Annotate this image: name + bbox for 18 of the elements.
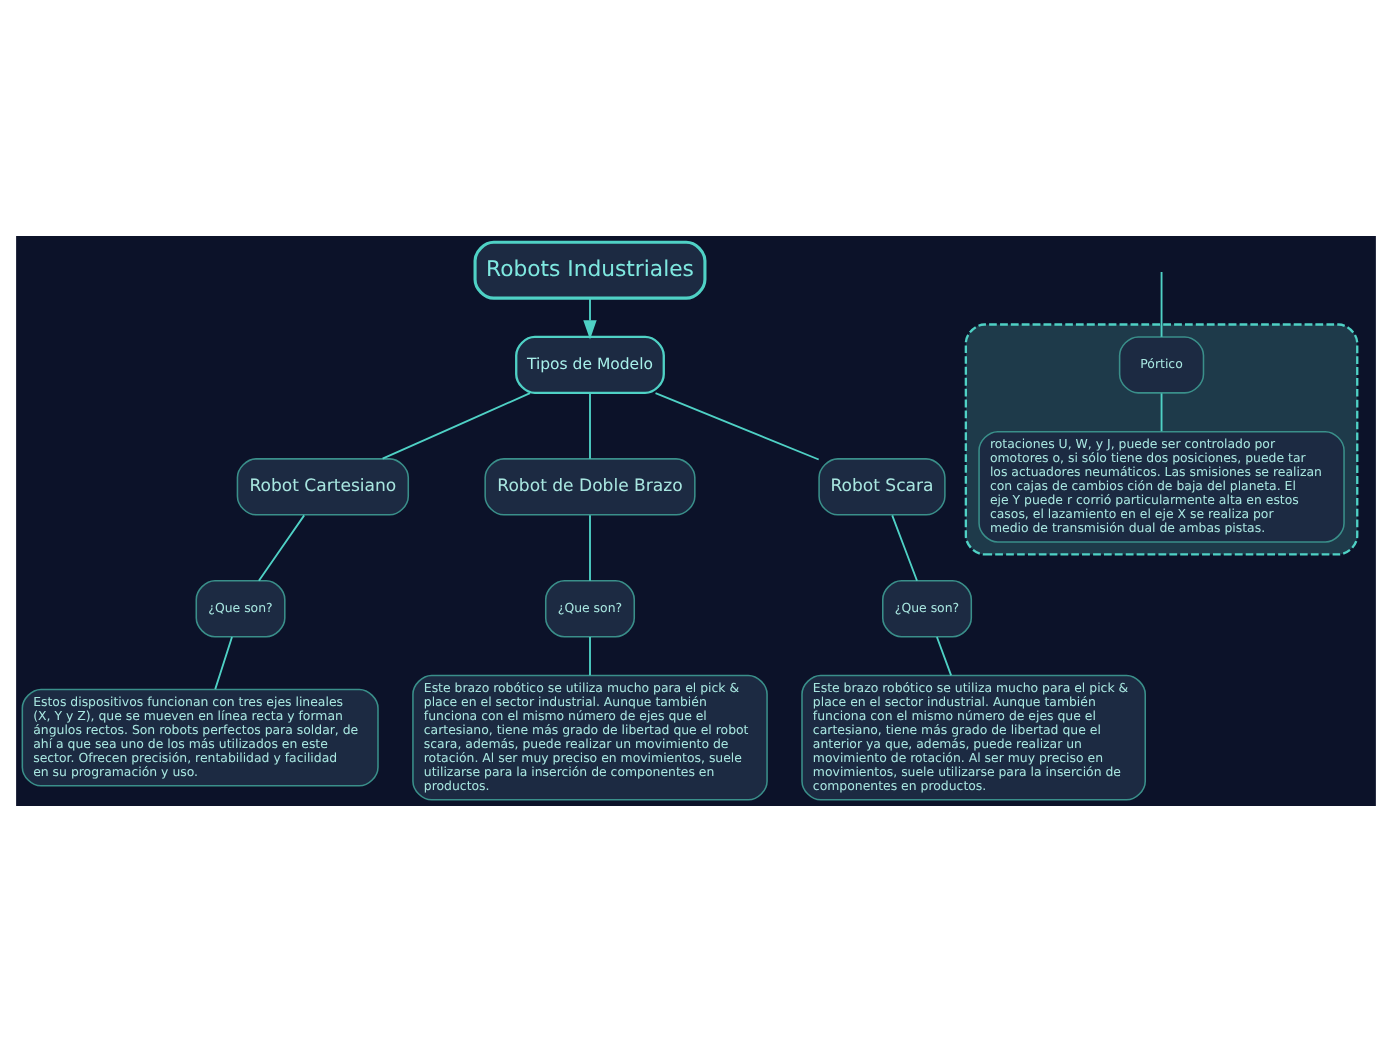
connector [589, 391, 591, 459]
node-box: Tipos de Modelo [515, 334, 665, 394]
connector [214, 635, 233, 690]
connector [1160, 391, 1163, 432]
connector [891, 513, 918, 581]
connector [1160, 270, 1163, 337]
node-box: Robot de Doble Brazo [484, 457, 696, 515]
connector [936, 635, 953, 676]
node-box: Robots Industriales [473, 239, 707, 299]
cluster [964, 322, 1359, 555]
connector [654, 391, 820, 460]
arrow [583, 296, 597, 339]
connector [257, 513, 306, 581]
node-box: Robot Cartesiano [236, 457, 410, 515]
node-box: Robot Scara [818, 457, 946, 515]
connector [381, 391, 531, 459]
connector [589, 513, 591, 581]
connector [589, 635, 591, 676]
